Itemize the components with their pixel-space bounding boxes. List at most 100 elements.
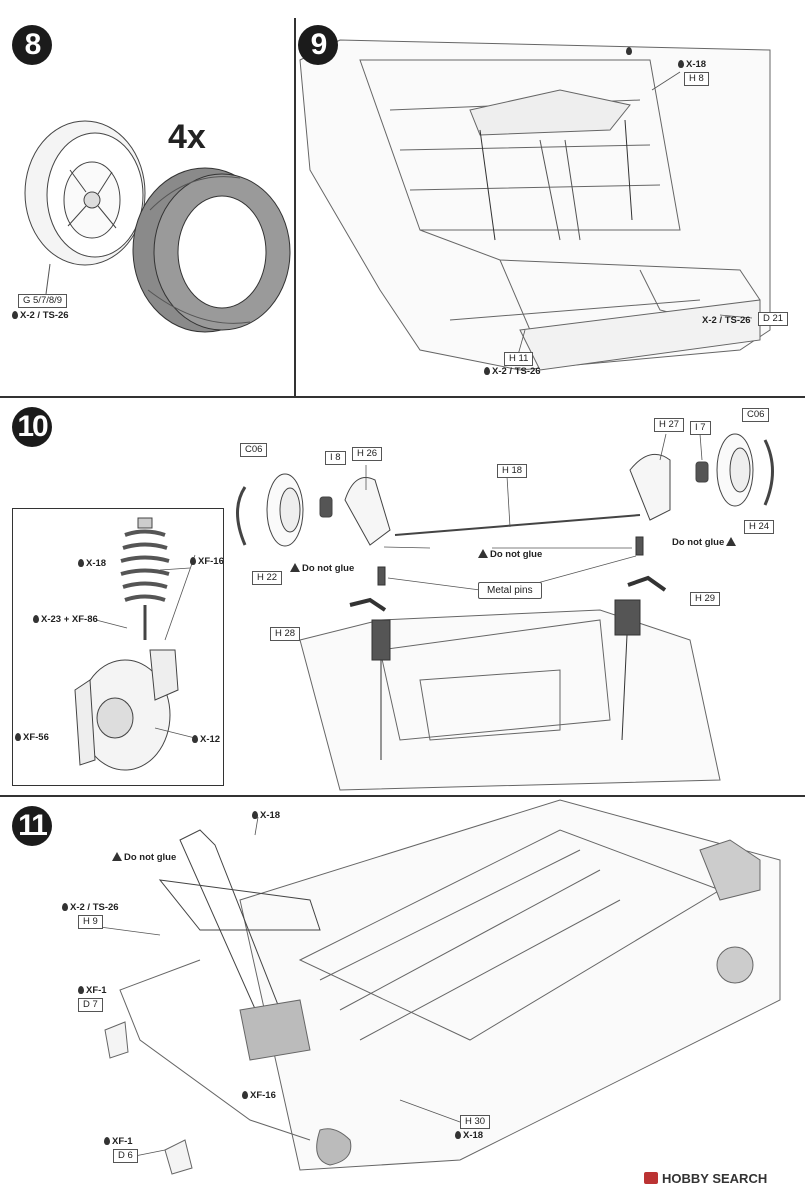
warning-text: Do not glue: [490, 549, 543, 560]
step-number-8: 8: [12, 25, 52, 65]
brake-disc-right: [695, 433, 774, 507]
part-label-text: C06: [747, 409, 765, 420]
part-label-text: G 5/7/8/9: [23, 295, 63, 306]
paint-text: X-18: [86, 558, 107, 569]
part-label-h18: H 18: [497, 464, 528, 478]
part-label-d6: D 6: [113, 1149, 138, 1163]
rear-suspension-step10: [299, 453, 721, 791]
paint-callout-inset-x12: X-12: [192, 734, 220, 745]
paint-drop-icon: [190, 557, 196, 565]
warning-text: Do not glue: [302, 563, 355, 574]
paint-callout-h11: X-2 / TS-26: [484, 366, 541, 377]
part-label-text: H 9: [83, 916, 98, 927]
inset-suspension-drawing: [74, 517, 179, 771]
part-label-h9: H 9: [78, 915, 103, 929]
divider-vertical: [294, 18, 296, 396]
hobbysearch-watermark: HOBBY SEARCH: [644, 1171, 767, 1186]
paint-drop-icon: [484, 367, 490, 375]
do-not-glue-left: Do not glue: [290, 563, 354, 574]
paint-text: X-2 / TS-26: [70, 902, 119, 913]
metal-pins-drawing: [377, 536, 644, 586]
do-not-glue-right: Do not glue: [672, 537, 738, 548]
part-label-h26: H 26: [352, 447, 383, 461]
part-label-h28: H 28: [270, 627, 301, 641]
paint-callout-d21: X-2 / TS-26: [702, 315, 751, 326]
paint-callout-inset-x23: X-23 + XF-86: [33, 614, 98, 625]
paint-drop-icon: [78, 986, 84, 994]
paint-drop-standalone: [626, 46, 634, 57]
part-label-text: H 18: [502, 465, 523, 476]
warning-icon: [478, 549, 488, 558]
inset-detail-box: [12, 508, 224, 786]
do-not-glue-center: Do not glue: [478, 549, 542, 560]
paint-text: XF-16: [250, 1090, 276, 1101]
paint-text: X-2 / TS-26: [702, 315, 751, 326]
tyre-drawing: [132, 167, 291, 333]
paint-text: X-18: [463, 1130, 484, 1141]
part-label-text: H 24: [749, 521, 770, 532]
paint-callout-xf1-d7: XF-1: [78, 985, 107, 996]
paint-drop-icon: [78, 559, 84, 567]
paint-callout-xf1-d6: XF-1: [104, 1136, 133, 1147]
paint-callout-inset-x18: X-18: [78, 558, 106, 569]
part-label-text: H 28: [275, 628, 296, 639]
part-label-d7: D 7: [78, 998, 103, 1012]
step-number-10: 10: [12, 407, 52, 447]
part-label-text: H 27: [659, 419, 680, 430]
watermark-text: HOBBY SEARCH: [662, 1171, 768, 1186]
part-label-text: I 8: [330, 452, 341, 463]
paint-drop-icon: [455, 1131, 461, 1139]
part-label-text: H 11: [509, 353, 529, 364]
hobbysearch-logo-icon: [644, 1172, 658, 1184]
paint-callout-h9: X-2 / TS-26: [62, 902, 119, 913]
paint-callout-xf16-s11: XF-16: [242, 1090, 276, 1101]
paint-callout-inset-xf16: XF-16: [190, 556, 224, 567]
paint-text: X-12: [200, 734, 221, 745]
metal-pins-label: Metal pins: [478, 582, 542, 599]
paint-text: XF-56: [23, 732, 49, 743]
part-label-text: H 30: [465, 1116, 486, 1127]
part-label-c06-left: C06: [240, 443, 268, 457]
paint-drop-icon: [33, 615, 39, 623]
paint-callout-x18-s9: X-18: [678, 59, 706, 70]
warning-text: Do not glue: [124, 852, 177, 863]
paint-drop-icon: [626, 47, 632, 55]
part-label-h11: H 11: [504, 352, 534, 366]
damper-left: [349, 597, 391, 760]
warning-icon: [726, 537, 737, 546]
paint-text: X-2 / TS-26: [492, 366, 541, 377]
paint-text: X-18: [686, 59, 707, 70]
wheel-rim-drawing: [24, 120, 146, 266]
paint-drop-icon: [15, 733, 21, 741]
paint-text: XF-16: [198, 556, 224, 567]
warning-icon: [112, 852, 122, 861]
part-label-g5789: G 5/7/8/9: [18, 294, 68, 308]
quantity-multiplier: 4x: [168, 118, 206, 156]
paint-text: XF-1: [112, 1136, 133, 1147]
damper-right: [614, 575, 667, 741]
paint-callout-x18-h30: X-18: [455, 1130, 483, 1141]
leader-lines: [95, 71, 753, 1157]
part-label-h30: H 30: [460, 1115, 491, 1129]
part-label-text: D 7: [83, 999, 98, 1010]
paint-drop-icon: [104, 1137, 110, 1145]
paint-callout-inset-xf56: XF-56: [15, 732, 49, 743]
part-label-i8: I 8: [325, 451, 346, 465]
paint-drop-icon: [242, 1091, 248, 1099]
part-label-h24: H 24: [744, 520, 775, 534]
divider-top: [0, 396, 805, 398]
paint-callout-x18-s11: X-18: [252, 810, 280, 821]
part-label-text: H 8: [689, 73, 704, 84]
part-label-h29: H 29: [690, 592, 721, 606]
paint-drop-icon: [12, 311, 18, 319]
part-label-text: I 7: [695, 422, 706, 433]
paint-drop-icon: [252, 811, 258, 819]
divider-middle: [0, 795, 805, 797]
step-number-9: 9: [298, 25, 338, 65]
part-label-text: H 26: [357, 448, 378, 459]
part-label-text: H 22: [257, 572, 278, 583]
chassis-underside-step9: [299, 39, 771, 371]
part-label-text: D 21: [763, 313, 784, 324]
step-number-11: 11: [12, 806, 52, 846]
